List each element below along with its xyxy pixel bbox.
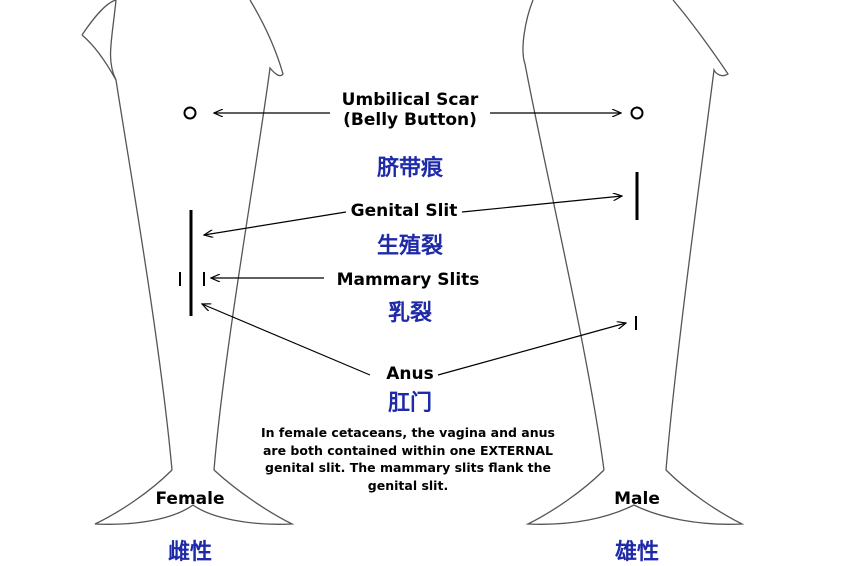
label-umbilical-cn: 脐带痕 [376, 156, 443, 181]
label-genital-slit: Genital Slit [350, 201, 458, 221]
label-umbilical-line1: Umbilical Scar [341, 90, 479, 110]
label-mammary-slits-cn: 乳裂 [387, 301, 432, 326]
arrow-genital-female [204, 211, 347, 235]
arrow-anus-male [437, 323, 626, 376]
male-body-outline [522, 0, 745, 525]
label-anus: Anus [386, 364, 434, 384]
label-umbilical-line2: (Belly Button) [343, 110, 477, 130]
label-umbilical-scar: Umbilical Scar (Belly Button) [330, 90, 490, 130]
label-anus-cn: 肛门 [387, 391, 432, 416]
label-female-cn: 雌性 [167, 540, 212, 565]
label-male: Male [614, 489, 660, 509]
label-male-cn: 雄性 [614, 540, 659, 565]
female-body-outline [81, 0, 295, 525]
label-genital-slit-cn: 生殖裂 [376, 234, 443, 259]
arrow-anus-female [202, 304, 371, 376]
arrow-genital-male [461, 196, 622, 213]
explanatory-note: In female cetaceans, the vagina and anus… [261, 425, 555, 493]
female-umbilical-scar [183, 106, 197, 120]
label-mammary-slits: Mammary Slits [336, 270, 480, 290]
label-female: Female [155, 489, 225, 509]
male-umbilical-scar [630, 106, 644, 120]
